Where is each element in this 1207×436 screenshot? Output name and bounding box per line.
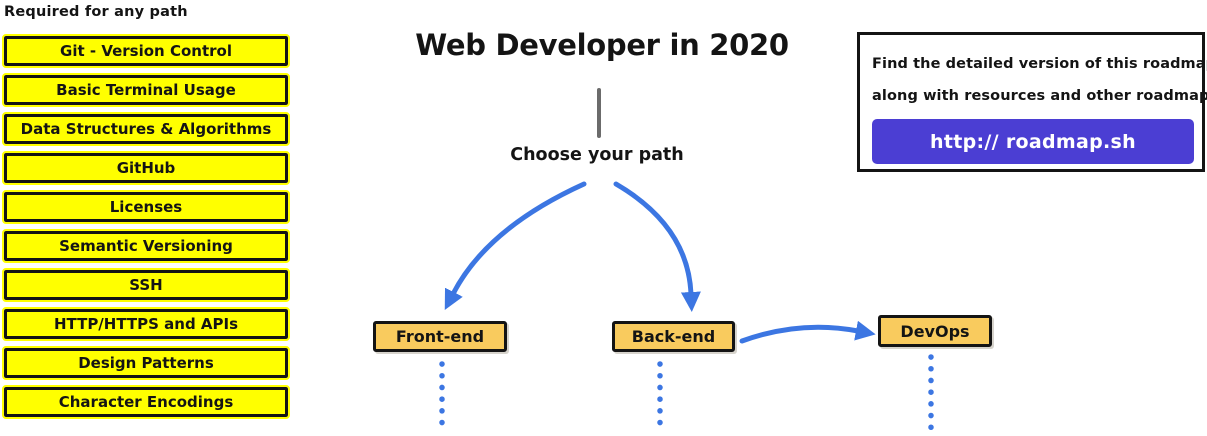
required-path-heading: Required for any path [4,4,188,20]
required-item-ssh: SSH [2,268,290,302]
required-item-terminal: Basic Terminal Usage [2,73,290,107]
title-connector-line [597,88,601,138]
info-text-line2: along with resources and other roadmaps [872,88,1207,104]
required-item-design-patterns: Design Patterns [2,346,290,380]
required-item-semver: Semantic Versioning [2,229,290,263]
devops-node: DevOps [878,315,992,347]
arrow-to-backend [613,181,701,312]
required-item-github: GitHub [2,151,290,185]
arrow-to-frontend [444,181,587,310]
required-item-http: HTTP/HTTPS and APIs [2,307,290,341]
roadmap-url-button[interactable]: http:// roadmap.sh [872,119,1194,164]
backend-node: Back-end [612,321,735,352]
arrow-backend-to-devops [739,320,876,344]
required-item-encodings: Character Encodings [2,385,290,419]
info-text-line1: Find the detailed version of this roadma… [872,56,1207,72]
page-title: Web Developer in 2020 [415,28,789,62]
roadmap-info-box: Find the detailed version of this roadma… [857,32,1207,172]
required-item-dsa: Data Structures & Algorithms [2,112,290,146]
required-item-git: Git - Version Control [2,34,290,68]
required-item-licenses: Licenses [2,190,290,224]
required-items-list: Git - Version Control Basic Terminal Usa… [2,34,290,419]
choose-path-label: Choose your path [510,145,684,165]
frontend-node: Front-end [373,321,507,352]
